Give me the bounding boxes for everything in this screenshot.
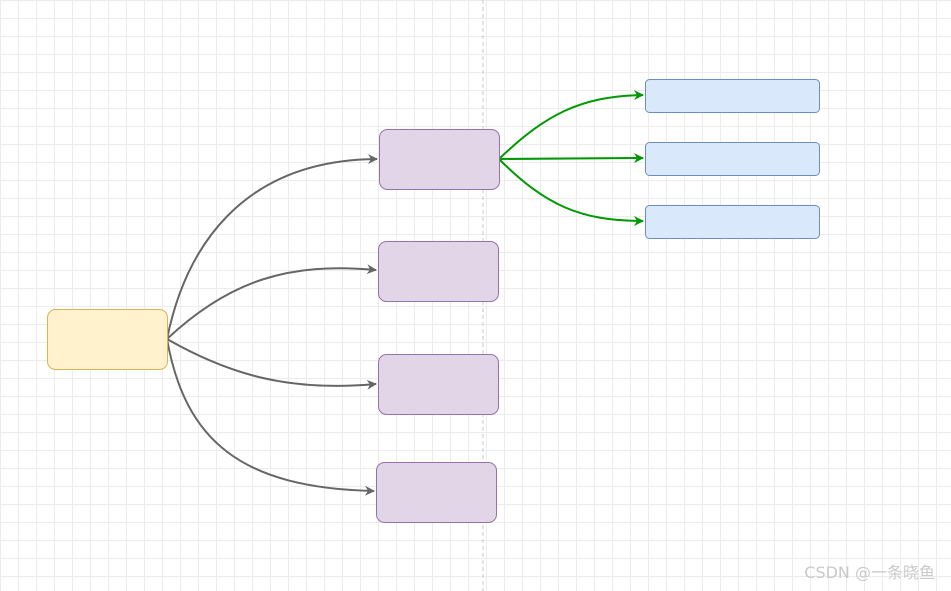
edge-mid-1-leaf-2[interactable] (498, 153, 644, 164)
edge-mid-1-leaf-3[interactable] (498, 158, 644, 226)
mid-node-3[interactable] (378, 354, 499, 415)
leaf-node-1[interactable] (645, 79, 820, 113)
edge-root-mid-1[interactable] (166, 154, 378, 340)
edge-mid-1-leaf-1[interactable] (498, 90, 644, 160)
mid-node-2[interactable] (378, 241, 499, 302)
edge-root-mid-3[interactable] (166, 338, 377, 390)
mid-node-4[interactable] (376, 462, 497, 523)
mid-node-1[interactable] (379, 129, 500, 190)
edge-root-mid-4[interactable] (166, 338, 375, 496)
edge-root-mid-2[interactable] (166, 264, 377, 340)
watermark-text: CSDN @一条晓鱼 (804, 563, 935, 582)
root-node[interactable] (47, 309, 168, 370)
leaf-node-2[interactable] (645, 142, 820, 176)
leaf-node-3[interactable] (645, 205, 820, 239)
